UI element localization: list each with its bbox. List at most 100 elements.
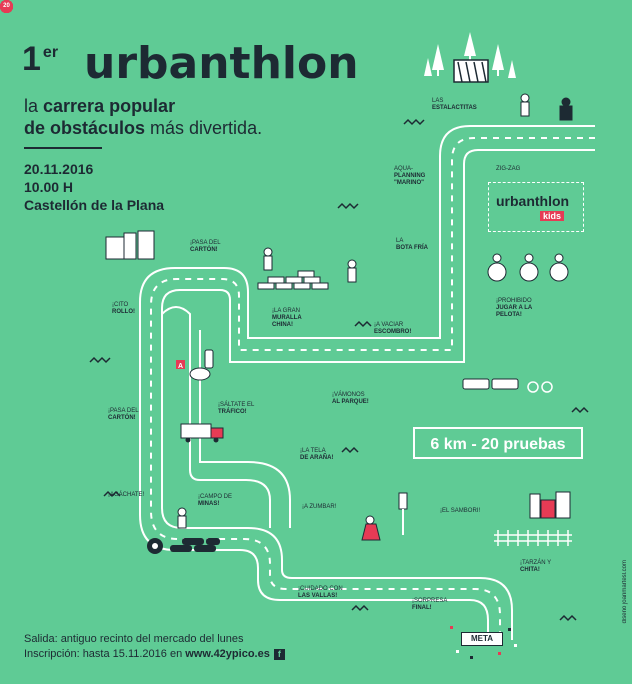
facebook-icon[interactable]: f bbox=[273, 648, 285, 660]
station-label-line: ¡LA GRAN bbox=[272, 308, 301, 314]
station-number-20: 20 bbox=[0, 0, 13, 13]
brand-logo: urbanthlon bbox=[84, 38, 359, 89]
station-label-line: ¡EL SAMBORI! bbox=[440, 508, 481, 514]
event-info: 20.11.2016 10.00 H Castellón de la Plana bbox=[24, 160, 164, 214]
station-label-3: AQUA-PLANNING"MARINO" bbox=[394, 166, 425, 187]
station-label-line: CHITA! bbox=[520, 567, 540, 573]
svg-text:A: A bbox=[178, 363, 183, 370]
station-label-line: ¡SÁLTATE EL bbox=[218, 402, 255, 408]
station-label-line: ¡CITO bbox=[112, 302, 129, 308]
station-label-line: CARTÓN! bbox=[190, 247, 218, 253]
station-label-line: ¡PASA DEL bbox=[108, 408, 139, 414]
station-label-line: ¡PASA DEL bbox=[190, 240, 221, 246]
road-outer-edge bbox=[139, 125, 595, 640]
traffic-sign-icon: A bbox=[176, 349, 214, 381]
station-label-line: LAS bbox=[432, 98, 444, 104]
station-label-line: ¡PROHIBIDO bbox=[496, 298, 532, 304]
station-label-2: ZIG-ZAG bbox=[496, 166, 520, 173]
registration-link[interactable]: www.42ypico.es bbox=[185, 648, 270, 660]
confetti-icon bbox=[450, 626, 517, 659]
station-label-line: ESCOMBRO! bbox=[374, 329, 412, 335]
kids-area bbox=[488, 182, 584, 232]
station-label-line: ¡TARZÁN Y bbox=[520, 560, 552, 566]
station-label-line: LAS VALLAS! bbox=[298, 593, 338, 599]
station-label-line: ROLLO! bbox=[112, 309, 135, 315]
road-lower-outer bbox=[161, 306, 271, 528]
station-label-line: AL PARQUE! bbox=[332, 399, 369, 405]
station-label-line: PLANNING bbox=[394, 173, 426, 179]
start-location: Salida: antiguo recinto del mercado del … bbox=[24, 633, 244, 645]
footer: Salida: antiguo recinto del mercado del … bbox=[24, 632, 285, 662]
kids-tag: kids bbox=[540, 211, 565, 221]
station-label-line: DE ARAÑA! bbox=[300, 455, 334, 461]
station-label-line: ¡CUIDADO CON bbox=[298, 586, 343, 592]
station-label-line: AQUA- bbox=[394, 166, 414, 172]
road-lower-inner bbox=[199, 330, 291, 528]
station-label-line: "MARINO" bbox=[394, 180, 425, 186]
wave-decorations bbox=[89, 118, 589, 622]
road-inner-edge bbox=[161, 149, 595, 640]
station-label-18: ¡EL SAMBORI! bbox=[440, 508, 480, 515]
station-label-line: ¡CAMPO DE bbox=[198, 494, 233, 500]
station-label-line: ZIG-ZAG bbox=[496, 166, 521, 172]
houses-icon bbox=[529, 491, 571, 519]
station-label-line: PELOTA! bbox=[496, 312, 522, 318]
vehicles-icon bbox=[462, 378, 553, 393]
road-lane-dashes bbox=[150, 137, 595, 640]
station-label-line: CARTÓN! bbox=[108, 415, 136, 421]
kids-figures-icon bbox=[487, 253, 569, 282]
tagline-bold-1: carrera popular bbox=[43, 96, 176, 116]
traffic-light-icon bbox=[398, 492, 408, 535]
station-label-line: BOTA FRÍA bbox=[396, 245, 428, 251]
tagline-rest: más divertida. bbox=[145, 118, 263, 138]
stalactites-icon bbox=[453, 59, 489, 83]
station-label-line: FINAL! bbox=[412, 605, 432, 611]
trees-icon bbox=[424, 32, 516, 78]
station-label-12: ¡AGÁCHATE! bbox=[108, 492, 144, 499]
fence-icon bbox=[494, 530, 572, 546]
event-time: 10.00 H bbox=[24, 179, 74, 195]
tagline-bold-2: de obstáculos bbox=[24, 118, 146, 138]
registration-prefix: Inscripción: hasta 15.11.2016 en bbox=[24, 648, 186, 660]
divider bbox=[24, 147, 102, 149]
station-label-line: MINAS! bbox=[198, 501, 220, 507]
runner-figures-icon bbox=[177, 93, 573, 541]
station-label-16: ¡A ZUMBAR! bbox=[302, 504, 336, 511]
station-label-line: ¡VÁMONOS bbox=[332, 392, 365, 398]
station-label-line: MURALLA bbox=[272, 315, 302, 321]
ordinal-number: 1 bbox=[22, 40, 41, 78]
event-date: 20.11.2016 bbox=[24, 161, 94, 177]
station-label-line: JUGAR A LA bbox=[496, 305, 533, 311]
kids-brand: urbanthlon bbox=[496, 193, 570, 209]
station-label-line: LA bbox=[396, 238, 404, 244]
station-label-line: ¡SORPRESA bbox=[412, 598, 448, 604]
station-label-line: TRÁFICO! bbox=[218, 409, 247, 415]
ordinal-suffix: er bbox=[42, 44, 59, 61]
buildings-icon bbox=[105, 230, 155, 260]
tires-icon bbox=[147, 538, 220, 554]
station-label-line: ¡A ZUMBAR! bbox=[302, 504, 337, 510]
design-credit: diseño joanmartesl.com bbox=[622, 560, 628, 624]
finish-label: META bbox=[461, 632, 503, 646]
brand-wordmark: urbanthlon bbox=[84, 38, 359, 89]
station-label-line: ESTALACTITAS bbox=[432, 105, 477, 111]
tagline-prefix: la bbox=[24, 96, 44, 116]
truck-icon bbox=[180, 423, 224, 443]
tagline: la carrera popular de obstáculos más div… bbox=[24, 95, 262, 139]
